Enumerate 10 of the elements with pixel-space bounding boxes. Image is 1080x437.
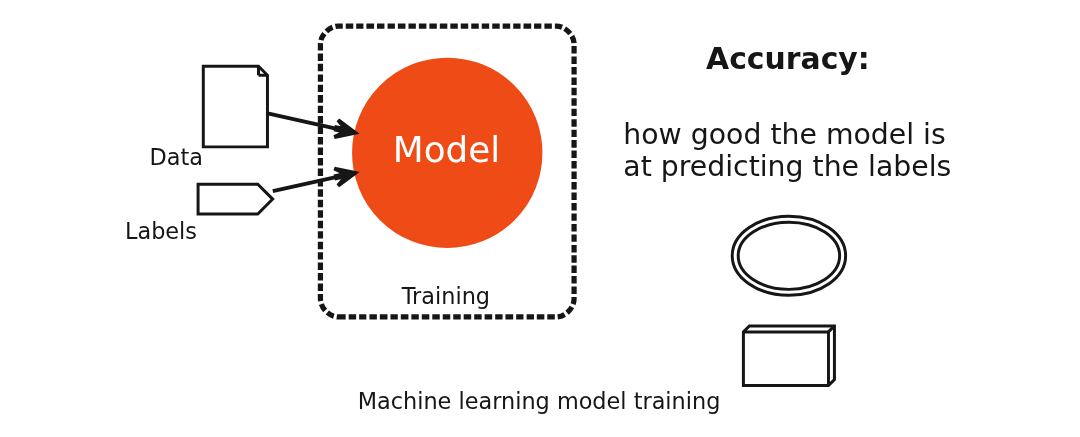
label: Accuracy: xyxy=(705,41,870,77)
label: how good the model is at predicting the labels xyxy=(622,118,951,183)
node-tag xyxy=(196,182,275,216)
arrow xyxy=(266,111,357,140)
arrow xyxy=(271,166,357,194)
caption: Machine learning model training xyxy=(357,388,720,415)
node-label: Data xyxy=(149,143,203,170)
node-cloud xyxy=(730,214,847,297)
node-circle: Model xyxy=(351,57,542,249)
node-label: Labels xyxy=(124,218,197,245)
